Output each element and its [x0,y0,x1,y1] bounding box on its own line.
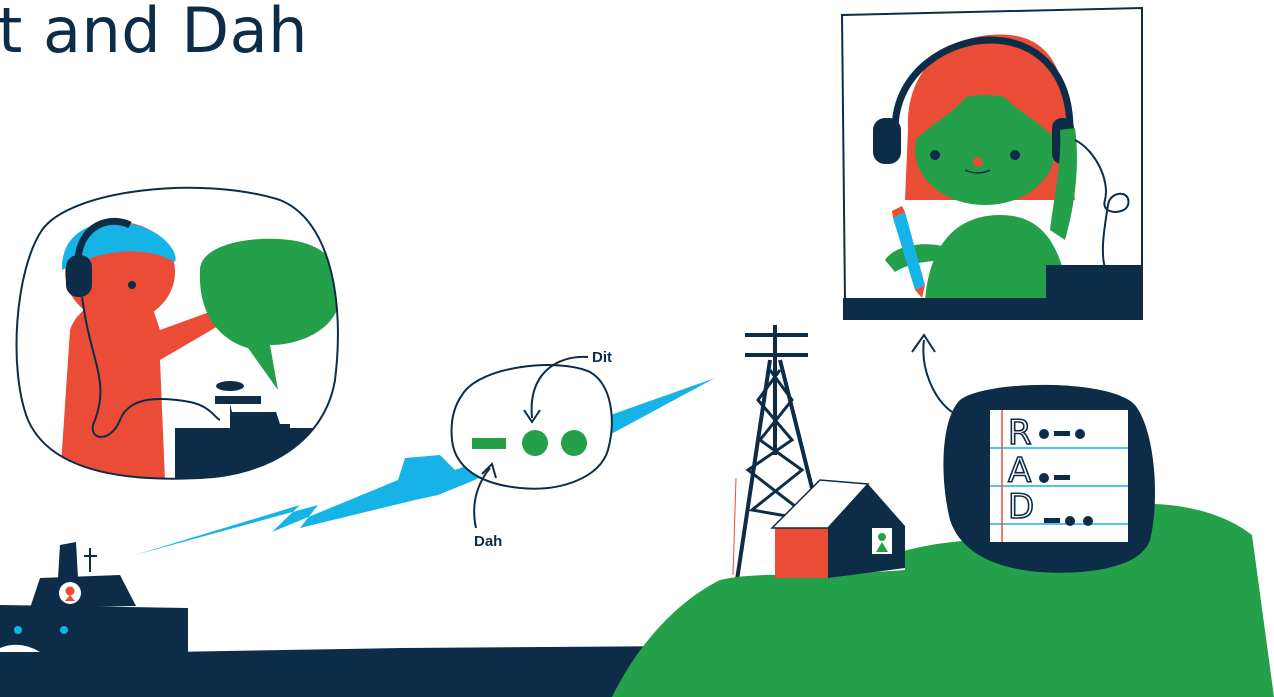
receiver-window [840,5,1150,320]
operator-bubble [0,170,360,490]
notepad: R A D [990,410,1128,542]
page-title: t and Dah [0,0,308,67]
dit-symbol-1 [522,430,548,456]
dit-symbol-2 [561,430,587,456]
notepad-letter-d: D [1008,487,1034,527]
dah-symbol [472,438,506,449]
green-hill [612,504,1274,697]
notepad-letter-r: R [1008,413,1032,453]
morse-bubble: Dit Dah [452,349,612,550]
house-icon [772,480,905,578]
dit-label: Dit [592,349,612,366]
sea-ground [0,646,700,697]
dah-label: Dah [474,533,502,550]
notepad-letter-a: A [1008,451,1031,491]
notepad-bubble: R A D [912,335,1155,573]
ship-illustration [0,542,188,652]
